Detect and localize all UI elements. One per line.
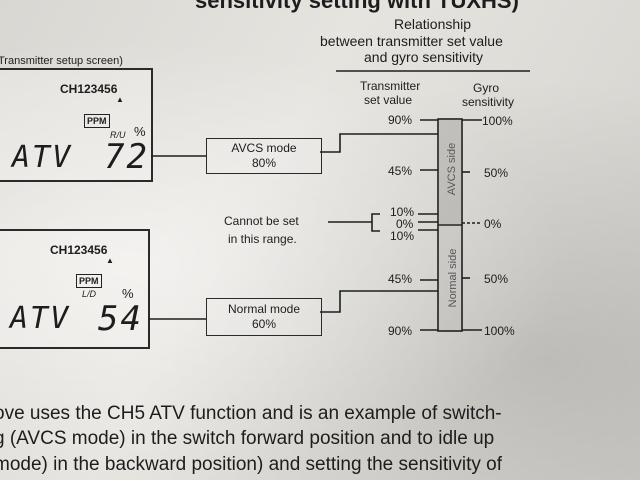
normal-mode-value: 60% — [251, 317, 277, 331]
section-title: sensitivity setting with TUXHS) — [195, 0, 519, 13]
channel-marker-icon: ▲ — [106, 256, 114, 265]
ppm-badge: PPM — [76, 274, 102, 288]
setup-caption: Transmitter setup screen) — [0, 55, 123, 67]
percent-sign: % — [134, 124, 146, 139]
right-tick-label: 100% — [484, 324, 515, 338]
lcd-screen-avcs: CH123456 ▲ PPM R/U % ATV 72 — [0, 68, 153, 182]
left-tick-label: 90% — [388, 324, 413, 338]
value-display: 54 — [98, 299, 143, 339]
relationship-heading-3: and gyro sensitivity — [364, 49, 484, 65]
right-tick-label: 0% — [484, 217, 502, 231]
function-label: ATV — [12, 140, 73, 175]
channel-marker-icon: ▲ — [116, 95, 124, 104]
relationship-heading-2: between transmitter set value — [320, 33, 503, 49]
right-tick-label: 50% — [484, 272, 509, 286]
normal-mode-box: Normal mode 60% — [206, 298, 322, 336]
cannot-set-note-2: in this range. — [228, 232, 297, 246]
channel-indicator: CH123456 — [50, 243, 108, 257]
rate-direction: L/D — [82, 289, 97, 299]
function-label: ATV — [10, 301, 71, 336]
relationship-heading-1: Relationship — [394, 16, 472, 32]
transmitter-header-1: Transmitter — [360, 79, 421, 93]
left-tick-label: 10% — [390, 229, 415, 243]
left-tick-label: 45% — [388, 272, 413, 286]
cannot-set-note-1: Cannot be set — [224, 214, 299, 228]
body-text-line-3: mode) in the backward position) and sett… — [0, 454, 502, 475]
right-tick-label: 50% — [484, 166, 509, 180]
ppm-badge: PPM — [84, 114, 110, 128]
value-display: 72 — [104, 137, 149, 177]
body-text-line-1: ove uses the CH5 ATV function and is an … — [0, 403, 502, 424]
left-tick-label: 0% — [396, 217, 414, 231]
left-tick-label: 45% — [388, 164, 413, 178]
right-tick-label: 100% — [482, 114, 513, 128]
rate-direction: R/U — [110, 130, 126, 140]
avcs-mode-label: AVCS mode — [231, 141, 297, 155]
gyro-header-2: sensitivity — [462, 95, 515, 109]
body-text-line-2: g (AVCS mode) in the switch forward posi… — [0, 428, 495, 449]
left-tick-label: 10% — [390, 205, 415, 219]
channel-indicator: CH123456 — [60, 82, 118, 96]
avcs-mode-value: 80% — [251, 156, 277, 170]
transmitter-header-2: set value — [364, 93, 413, 107]
left-tick-label: 90% — [388, 113, 413, 127]
normal-mode-label: Normal mode — [227, 302, 301, 316]
lcd-screen-normal: CH123456 ▲ PPM L/D % ATV 54 — [0, 229, 150, 349]
percent-sign: % — [122, 286, 134, 301]
gyro-header-1: Gyro — [473, 81, 500, 95]
avcs-mode-box: AVCS mode 80% — [206, 138, 322, 174]
